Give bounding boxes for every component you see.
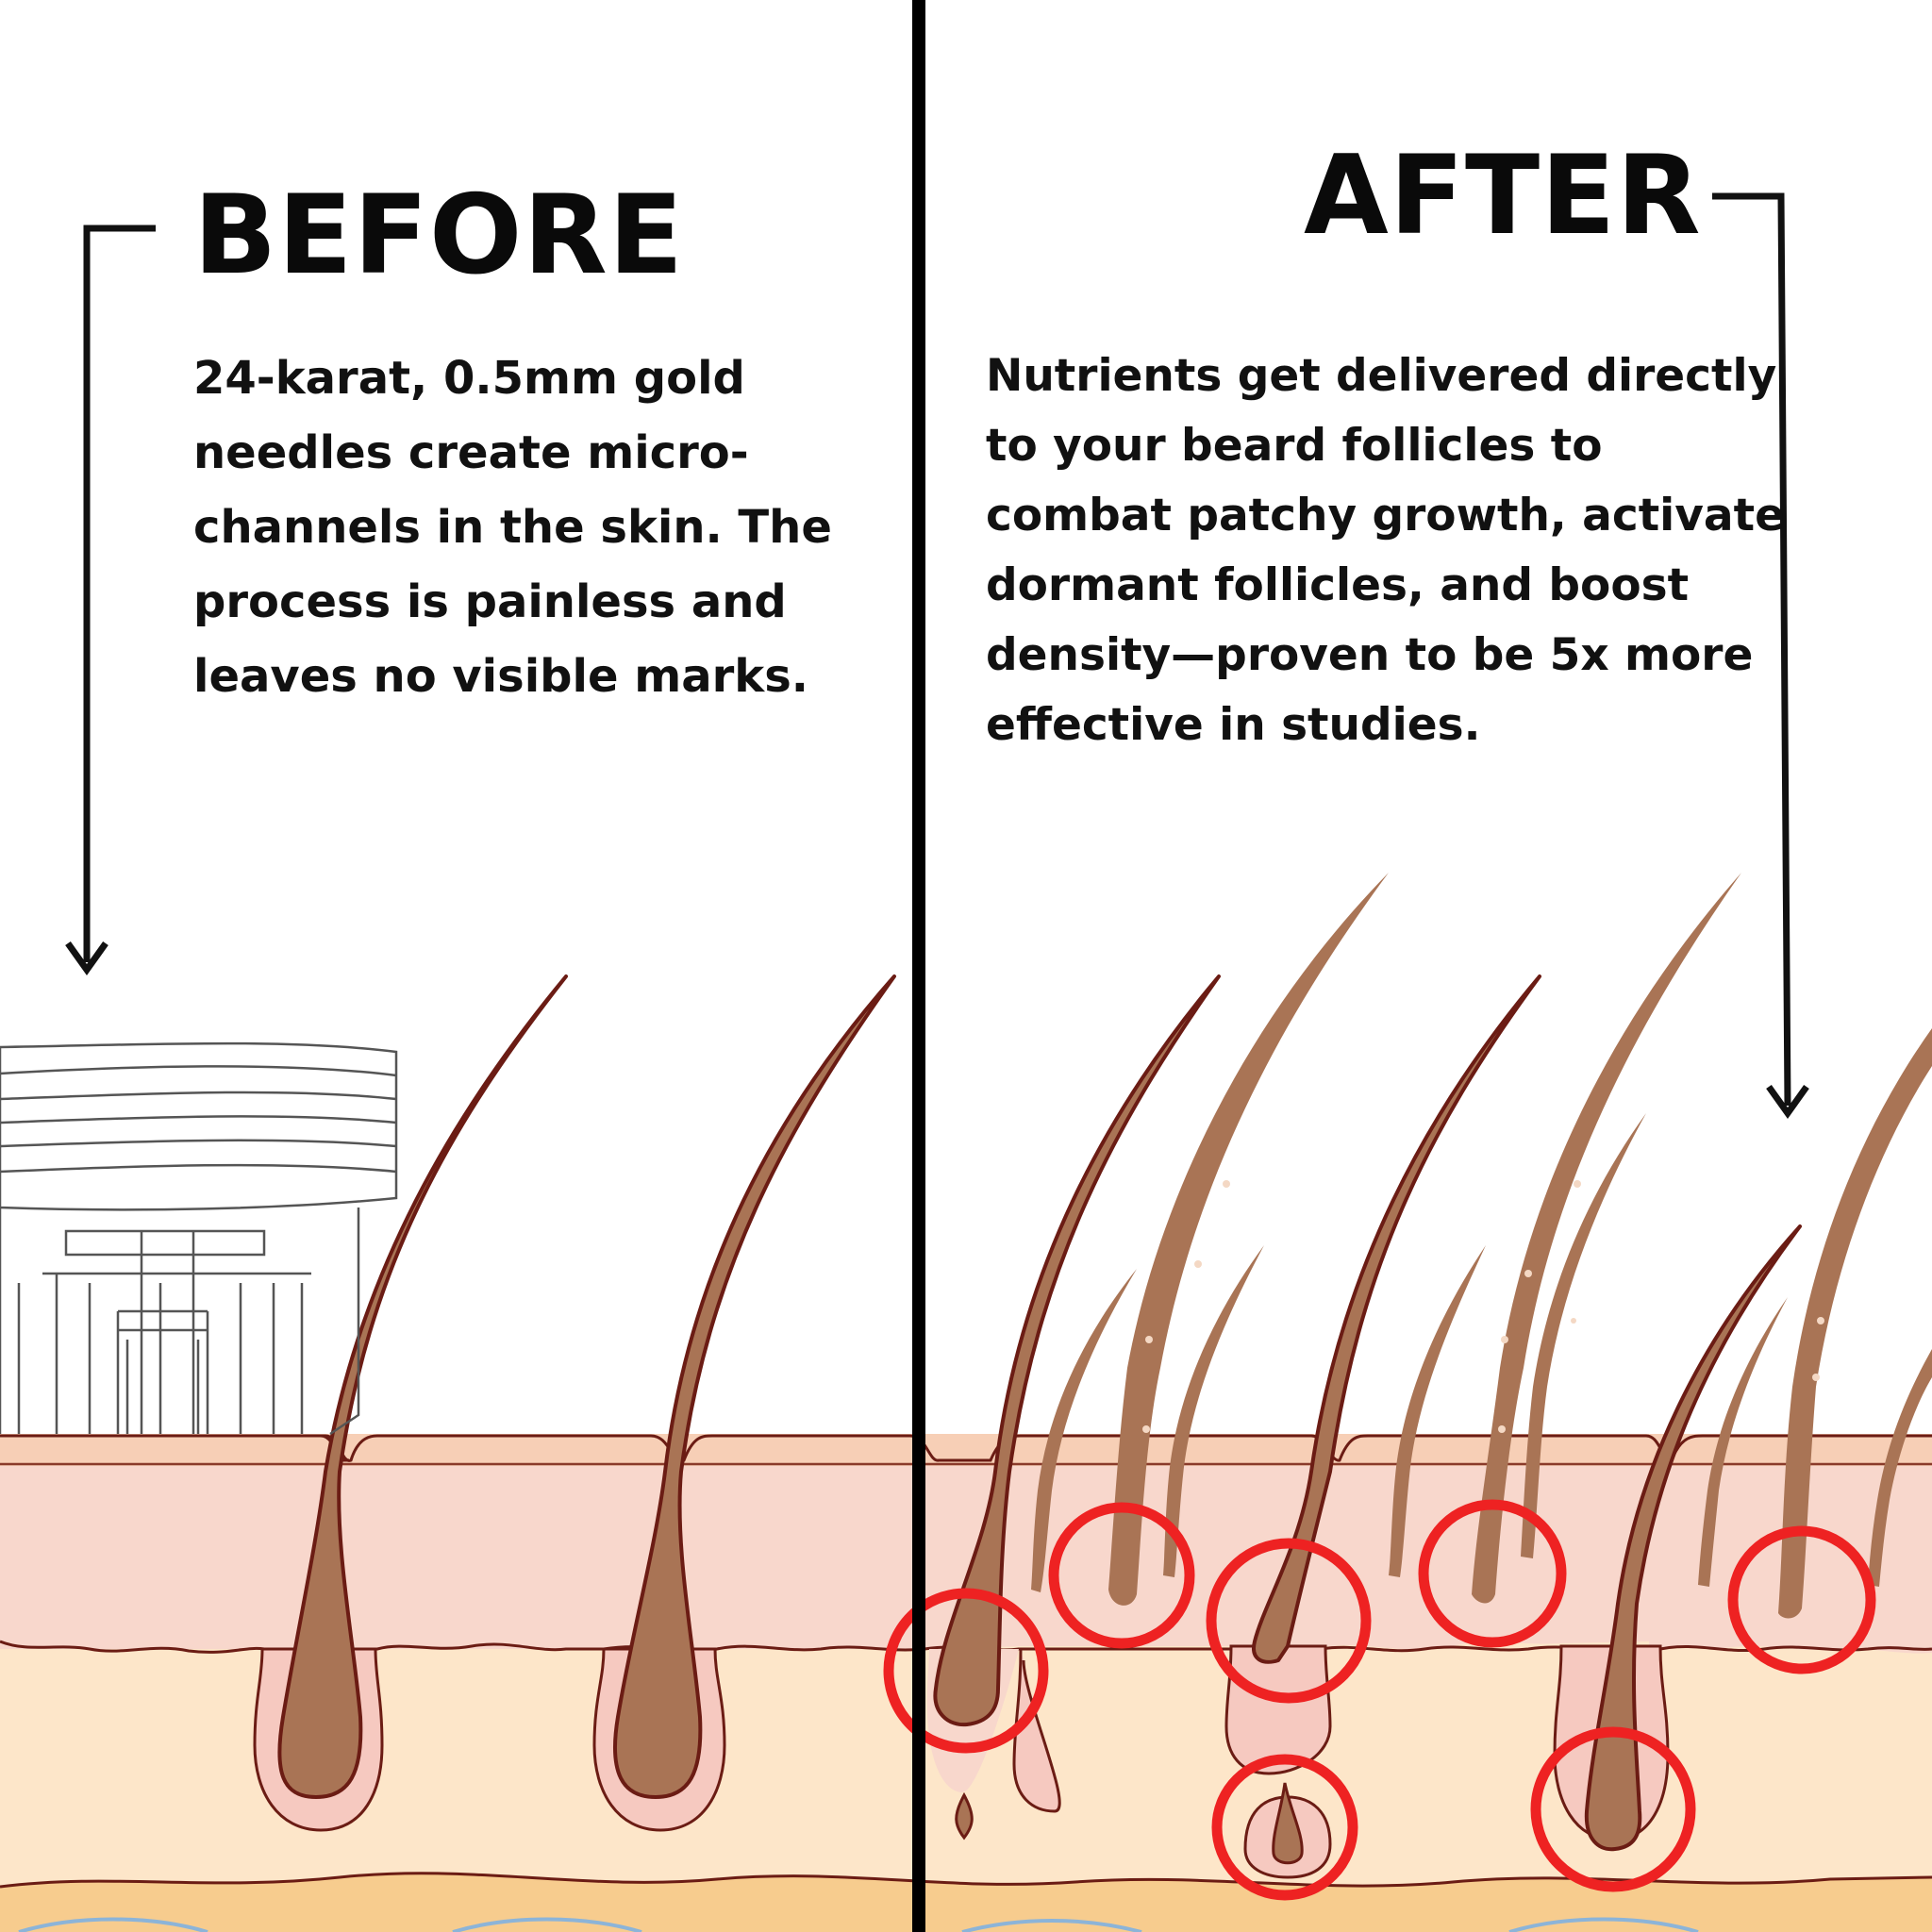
highlight-circle — [1418, 1499, 1567, 1648]
highlight-circle — [1206, 1538, 1372, 1704]
follicle-bud — [1243, 1782, 1332, 1879]
highlight-circle — [1530, 1726, 1696, 1892]
highlight-circle — [883, 1588, 1049, 1754]
after-description: Nutrients get delivered directly to your… — [986, 350, 1785, 751]
after-arrow-icon — [1712, 192, 1809, 1120]
highlight-circle — [1048, 1502, 1195, 1649]
before-arrow-icon — [65, 225, 156, 976]
before-title: BEFORE — [193, 172, 685, 299]
after-title: AFTER — [1304, 132, 1702, 259]
droplet — [955, 1791, 974, 1840]
microneedle-device-icon — [0, 1041, 398, 1436]
highlight-circles — [883, 1499, 1876, 1901]
highlight-circle — [1727, 1525, 1876, 1674]
before-description: 24-karat, 0.5mm gold needles create micr… — [193, 352, 832, 703]
highlight-circle — [1211, 1754, 1358, 1901]
